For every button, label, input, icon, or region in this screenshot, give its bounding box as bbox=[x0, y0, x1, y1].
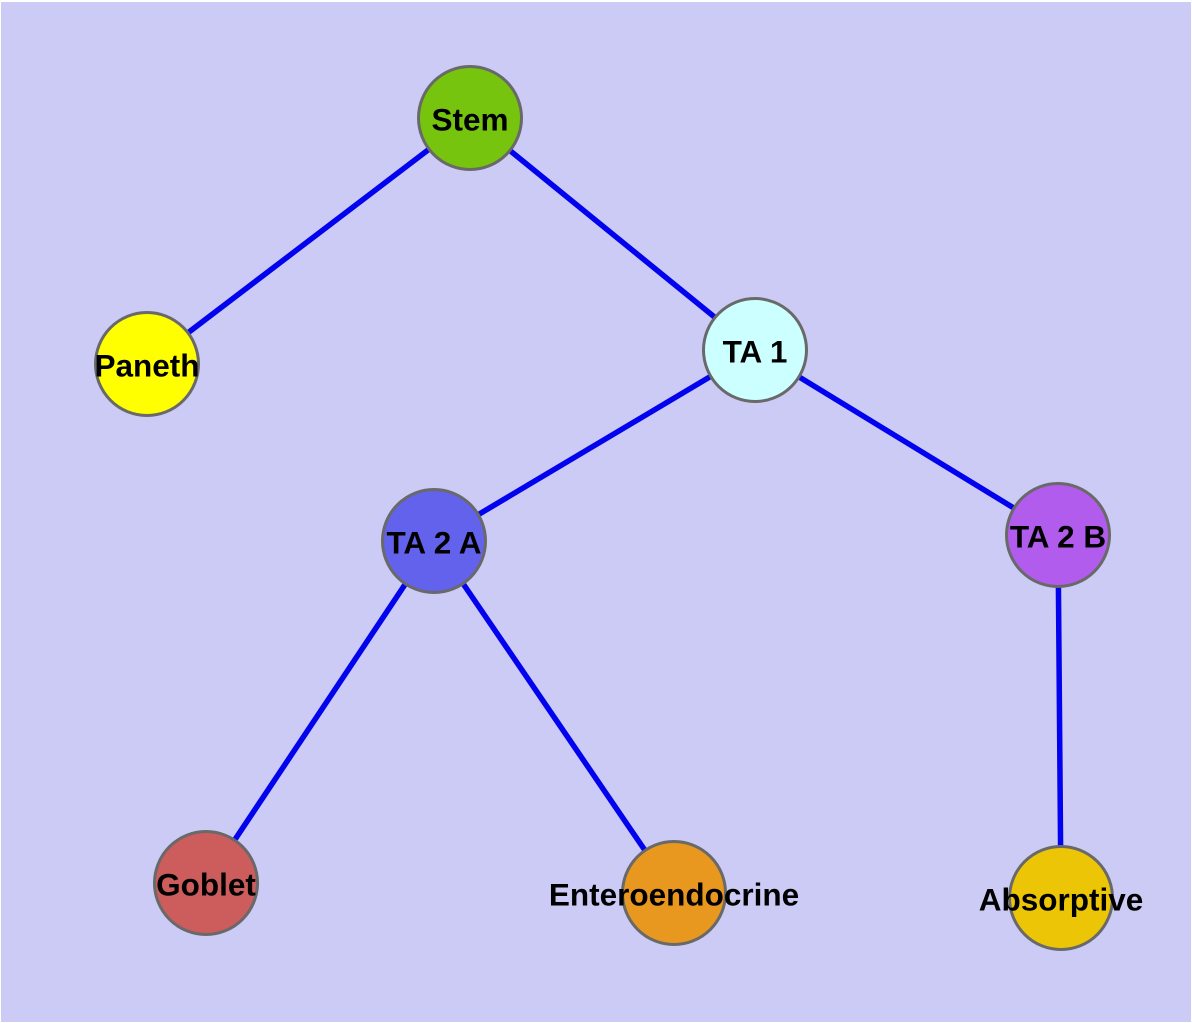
edge-ta2a-goblet bbox=[203, 539, 437, 885]
node-absorptive bbox=[1008, 845, 1114, 951]
node-paneth bbox=[94, 311, 200, 417]
node-stem bbox=[417, 65, 523, 171]
node-ta2a bbox=[381, 488, 487, 594]
edge-ta1-ta2a bbox=[432, 347, 757, 544]
node-enteroendocrine bbox=[621, 840, 727, 946]
edges-layer bbox=[145, 115, 1064, 899]
edge-ta2a-enteroendocrine bbox=[431, 539, 677, 895]
edge-ta1-ta2b bbox=[753, 347, 1060, 538]
node-goblet bbox=[153, 830, 259, 936]
node-ta1 bbox=[702, 297, 808, 403]
edge-ta2b-absorptive bbox=[1055, 534, 1064, 899]
node-ta2b bbox=[1005, 482, 1111, 588]
edge-stem-paneth bbox=[145, 115, 472, 367]
edge-stem-ta1 bbox=[468, 115, 757, 353]
nodes-layer bbox=[94, 65, 1114, 951]
